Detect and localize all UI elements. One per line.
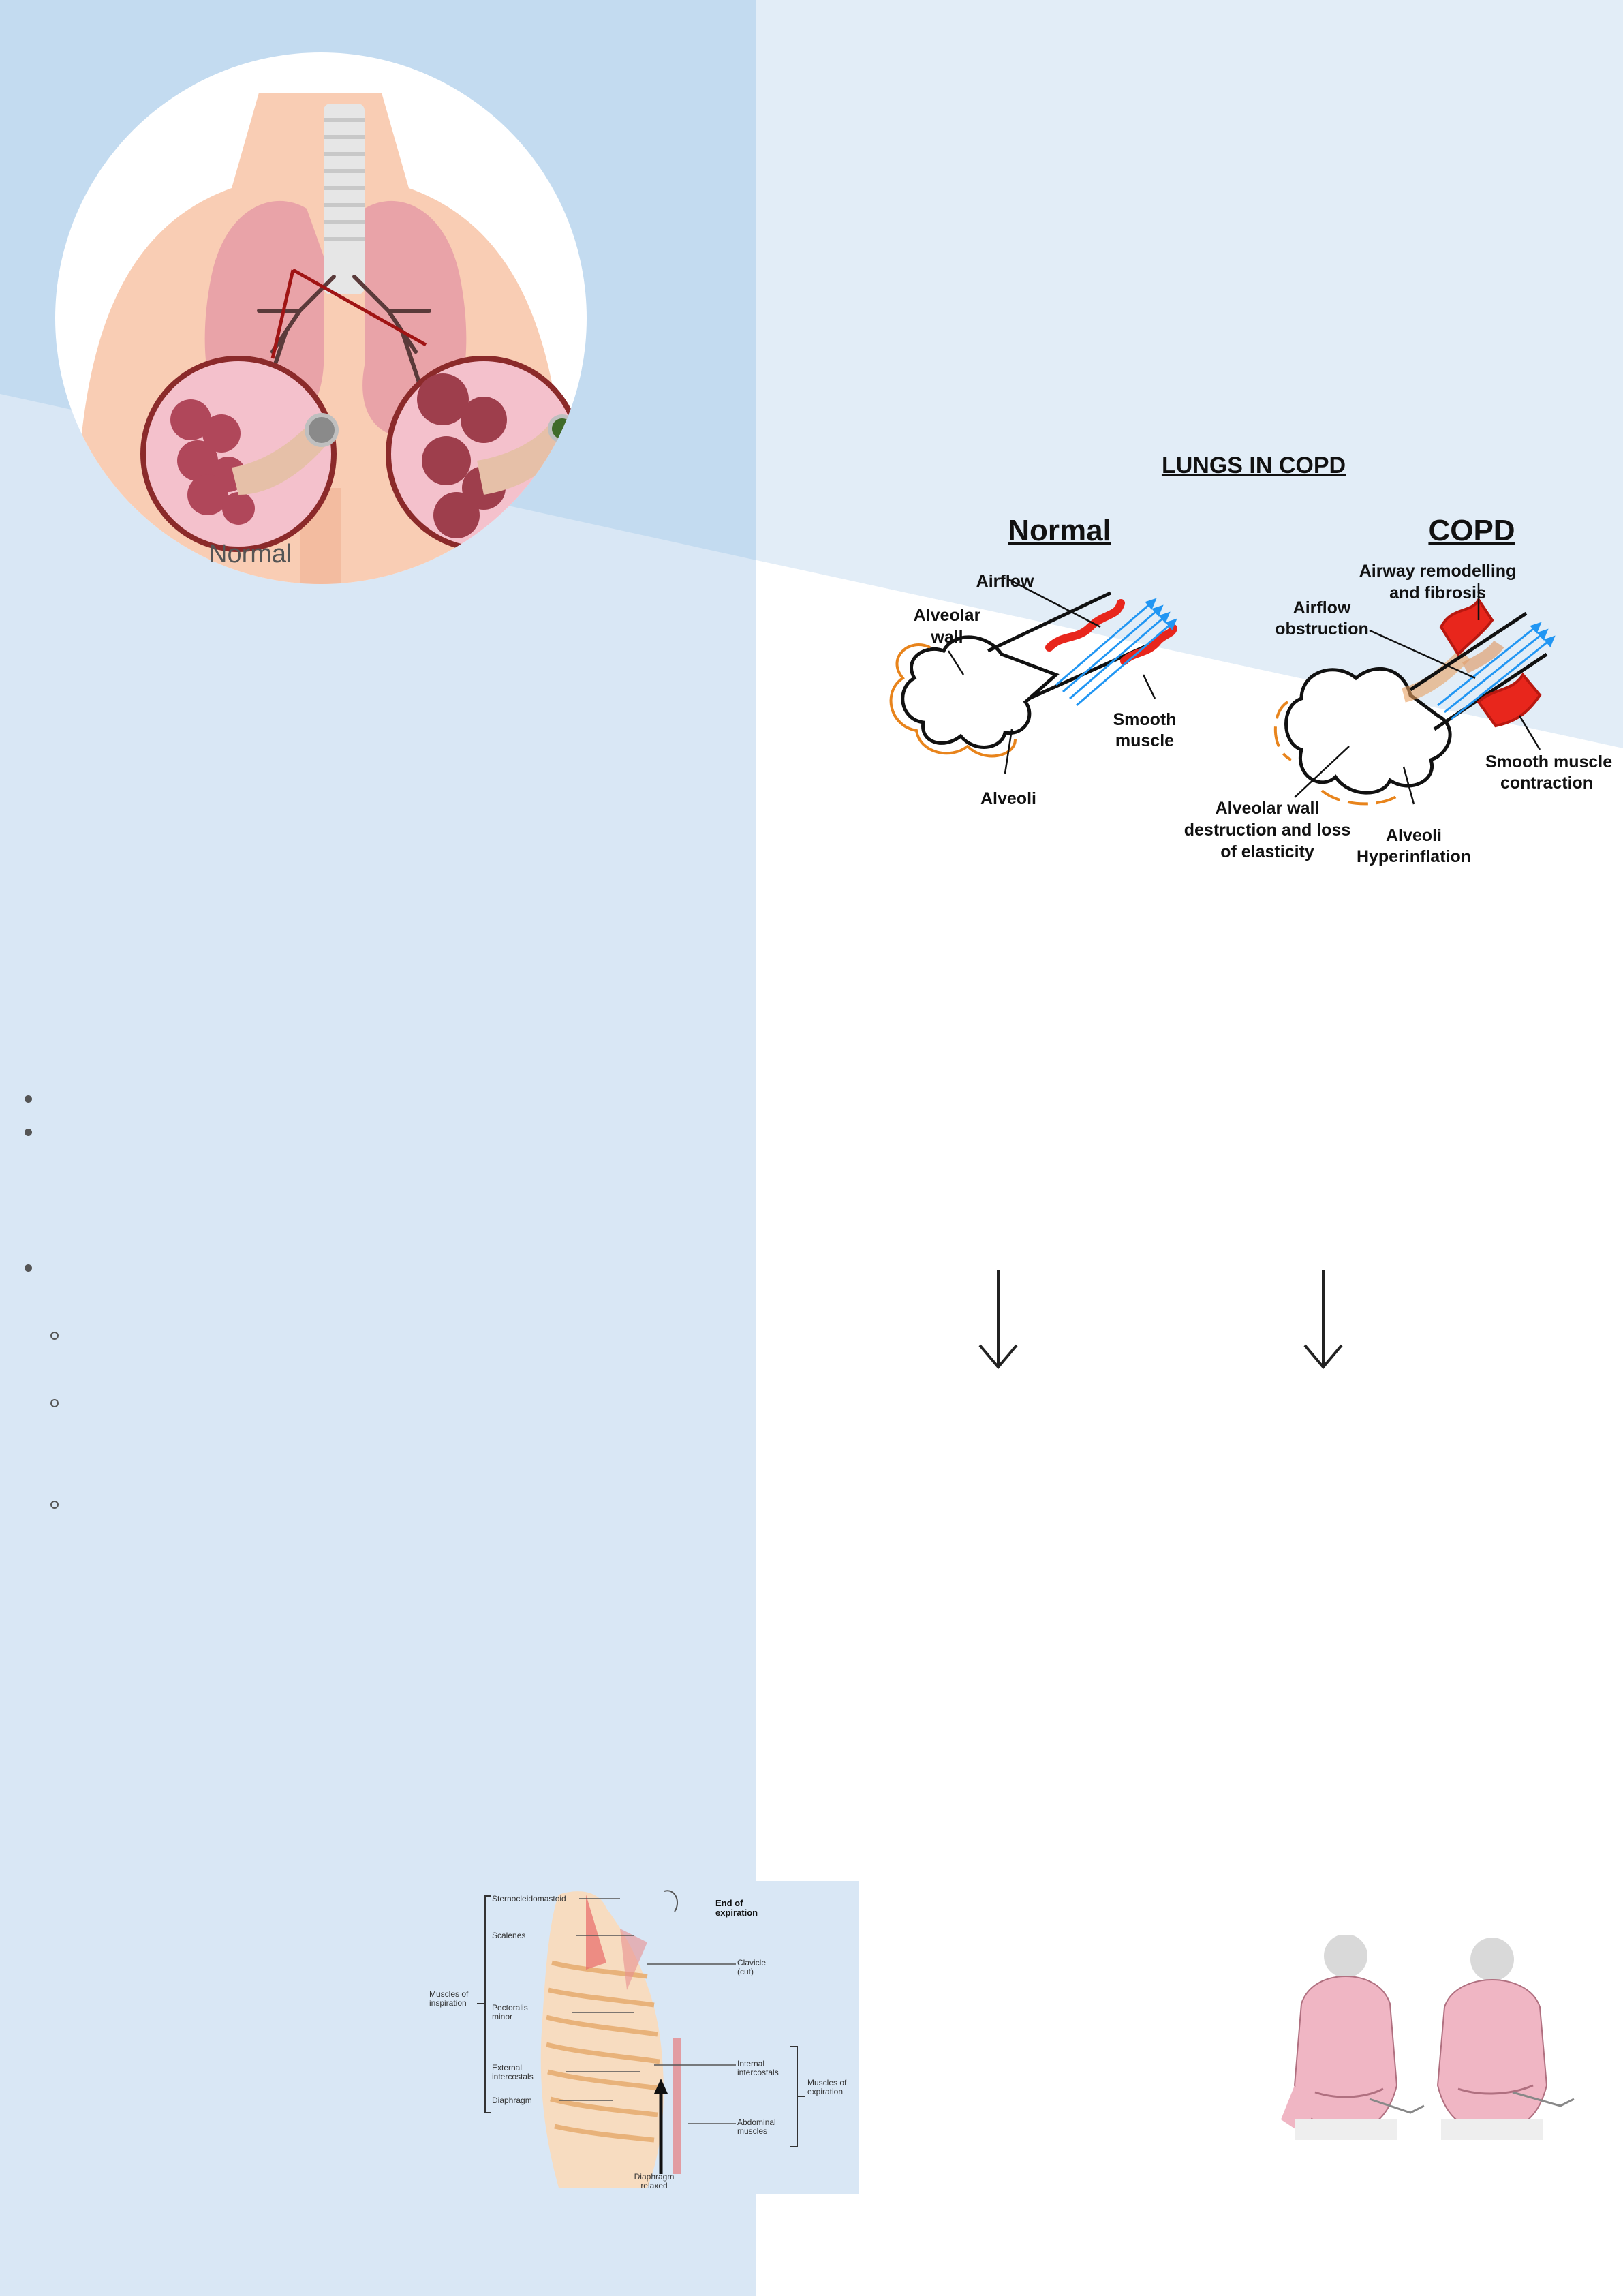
label-obstruction-2: obstruction	[1275, 619, 1369, 639]
label-smooth-contraction-1: Smooth muscle	[1485, 752, 1613, 771]
bullet-2	[25, 1129, 32, 1136]
muscle-label-diaphragm-relaxed: Diaphragm relaxed	[634, 2172, 675, 2190]
back-palpation-illustration	[1274, 1934, 1581, 2140]
label-alveoli: Alveoli	[980, 789, 1036, 808]
respiratory-muscles-figure: Sternocleidomastoid Scalenes Pectoralis …	[422, 1881, 859, 2194]
label-alveolar-wall-2: wall	[931, 628, 963, 647]
muscle-state-label: End of expiration	[715, 1898, 758, 1918]
label-wall-destruction-2: destruction and loss	[1184, 821, 1351, 840]
label-alveolar-wall-1: Alveolar	[913, 606, 981, 625]
copd-heading: COPD	[1428, 514, 1515, 547]
label-remodelling-1: Airway remodelling	[1359, 562, 1517, 581]
label-wall-destruction-3: of elasticity	[1220, 842, 1314, 861]
diagram-title: LUNGS IN COPD	[1161, 453, 1346, 478]
label-airflow: Airflow	[976, 572, 1034, 591]
label-wall-destruction-1: Alveolar wall	[1215, 799, 1320, 818]
normal-heading: Normal	[1008, 514, 1111, 547]
label-remodelling-2: and fibrosis	[1389, 583, 1486, 602]
sub-bullet-1	[50, 1332, 59, 1340]
lung-caption: Normal	[208, 540, 292, 568]
arrow-down-icon	[978, 1270, 1018, 1370]
muscle-label-abdominal: Abdominal muscles	[737, 2117, 776, 2136]
muscle-label-pectoralis: Pectoralis minor	[492, 2003, 528, 2021]
label-smooth-muscle-1: Smooth	[1113, 710, 1177, 729]
sub-bullet-2	[50, 1399, 59, 1407]
muscle-group-inspiration: Muscles of inspiration	[429, 1989, 469, 2008]
muscle-label-scalenes: Scalenes	[492, 1931, 526, 1940]
label-hyperinflation-1: Alveoli	[1386, 826, 1442, 845]
arrow-down-icon	[1303, 1270, 1343, 1370]
muscle-label-external-intercostals: External intercostals	[492, 2063, 534, 2081]
muscle-label-sternocleidomastoid: Sternocleidomastoid	[492, 1894, 566, 1903]
lung-illustration: Normal	[55, 52, 587, 585]
bullet-3	[25, 1264, 32, 1272]
copd-diagram-drawing	[889, 578, 1556, 806]
muscle-group-expiration: Muscles of expiration	[807, 2078, 847, 2096]
muscle-label-clavicle: Clavicle (cut)	[737, 1958, 767, 1976]
muscle-label-diaphragm: Diaphragm	[492, 2096, 532, 2105]
label-obstruction-1: Airflow	[1293, 598, 1351, 617]
bullet-1	[25, 1095, 32, 1103]
label-smooth-muscle-2: muscle	[1115, 731, 1175, 750]
sub-bullet-3	[50, 1501, 59, 1509]
label-smooth-contraction-2: contraction	[1500, 774, 1594, 793]
label-hyperinflation-2: Hyperinflation	[1356, 847, 1472, 866]
muscle-label-internal-intercostals: Internal intercostals	[737, 2059, 779, 2077]
